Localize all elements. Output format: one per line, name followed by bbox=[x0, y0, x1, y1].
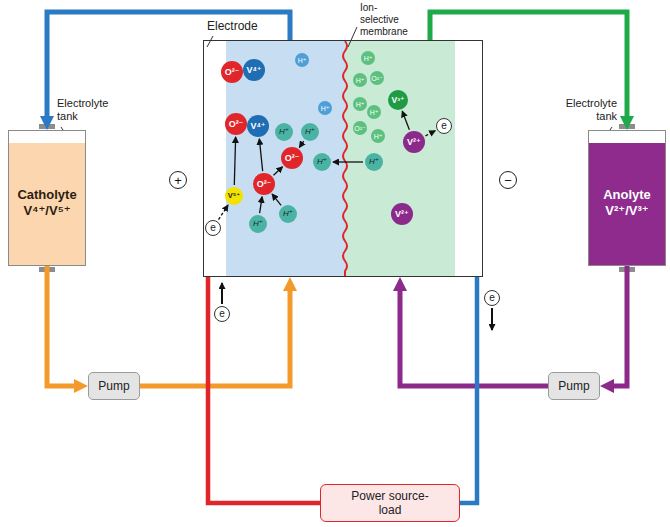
catholyte-tank: Electrolyte tankCatholyte V⁴⁺/V⁵⁺ bbox=[8, 130, 86, 266]
electrode-ground bbox=[203, 40, 483, 277]
ion-label: H⁺ bbox=[361, 51, 375, 65]
power-label: Power source-load bbox=[350, 489, 430, 517]
electron-flow-arrow bbox=[491, 308, 493, 330]
electrolyte-name: Anolyte V²⁺/V³⁺ bbox=[592, 187, 662, 219]
ion-label: H⁺ bbox=[318, 101, 332, 115]
electrolyte-name: Catholyte V⁴⁺/V⁵⁺ bbox=[12, 187, 82, 219]
ion-label: O²⁻ bbox=[281, 147, 303, 169]
electrode-label: Electrode bbox=[207, 19, 258, 33]
ion-label: H⁺ bbox=[367, 105, 381, 119]
leader-line bbox=[348, 27, 357, 47]
pump-label: Pump bbox=[558, 379, 589, 393]
reaction-arrow bbox=[402, 111, 409, 130]
tank-valve bbox=[39, 124, 55, 129]
reaction-arrow bbox=[272, 194, 281, 205]
pump-box: Pump bbox=[548, 372, 600, 400]
membrane-label: Ion-selective membrane bbox=[360, 2, 414, 38]
ion-label: H⁺ bbox=[279, 205, 297, 223]
ion-label: H⁺ bbox=[353, 73, 367, 87]
anolyte-tank: Electrolyte tankAnolyte V²⁺/V³⁺ bbox=[588, 130, 666, 266]
membrane-line bbox=[343, 41, 347, 276]
reaction-arrow bbox=[259, 139, 262, 171]
ion-label: H⁺ bbox=[365, 153, 383, 171]
ion-label: O²⁻ bbox=[221, 61, 243, 83]
reaction-arrow bbox=[425, 131, 435, 136]
ion-label: V²⁺ bbox=[403, 131, 425, 153]
tank-heading: Electrolyte tank bbox=[557, 97, 617, 123]
ion-label: H⁺ bbox=[301, 123, 319, 141]
reaction-arrow bbox=[274, 167, 283, 175]
ion-label: H⁺ bbox=[249, 215, 267, 233]
electron-flow-arrow bbox=[221, 283, 223, 304]
electrolyte-pipe bbox=[612, 266, 627, 386]
ion-label: V²⁺ bbox=[391, 203, 413, 225]
ion-label: V³⁺ bbox=[388, 90, 408, 110]
electron-label: e bbox=[436, 118, 452, 134]
reaction-arrow bbox=[299, 141, 303, 147]
electrolyte-pipe bbox=[140, 289, 290, 386]
leader-line bbox=[207, 36, 213, 47]
catholyte-half-cell bbox=[226, 41, 345, 276]
reaction-arrow bbox=[234, 137, 235, 185]
reaction-arrow bbox=[218, 205, 227, 219]
reaction-arrow bbox=[260, 197, 262, 213]
ion-label: V⁴⁺ bbox=[243, 59, 265, 81]
power-wire bbox=[208, 277, 320, 503]
anolyte-half-cell bbox=[345, 41, 455, 276]
power-wire bbox=[460, 277, 477, 503]
pump-label: Pump bbox=[98, 379, 129, 393]
reaction-arrow bbox=[333, 161, 363, 162]
ion-label: O²⁻ bbox=[225, 113, 247, 135]
electron-label: e bbox=[484, 290, 500, 306]
terminal-sign: + bbox=[169, 171, 187, 189]
terminal-sign: − bbox=[499, 171, 517, 189]
ion-label: O²⁻ bbox=[370, 71, 384, 85]
ion-label: O²⁻ bbox=[353, 121, 367, 135]
electron-label: e bbox=[205, 220, 221, 236]
ion-label: O²⁻ bbox=[253, 173, 275, 195]
ion-label: H⁺ bbox=[353, 97, 367, 111]
ion-label: V⁴⁺ bbox=[247, 115, 269, 137]
tank-valve bbox=[619, 124, 635, 129]
ion-label: H⁺ bbox=[313, 153, 331, 171]
ion-label: H⁺ bbox=[275, 123, 293, 141]
ion-label: H⁺ bbox=[371, 129, 385, 143]
electrolyte-pipe bbox=[400, 289, 548, 386]
ion-label: V⁵⁺ bbox=[225, 187, 243, 205]
electron-label: e bbox=[214, 306, 230, 322]
power-box: Power source-load bbox=[320, 484, 460, 522]
ion-label: H⁺ bbox=[295, 53, 309, 67]
pump-box: Pump bbox=[88, 372, 140, 400]
tank-heading: Electrolyte tank bbox=[57, 97, 117, 123]
electrolyte-pipe bbox=[47, 266, 76, 386]
